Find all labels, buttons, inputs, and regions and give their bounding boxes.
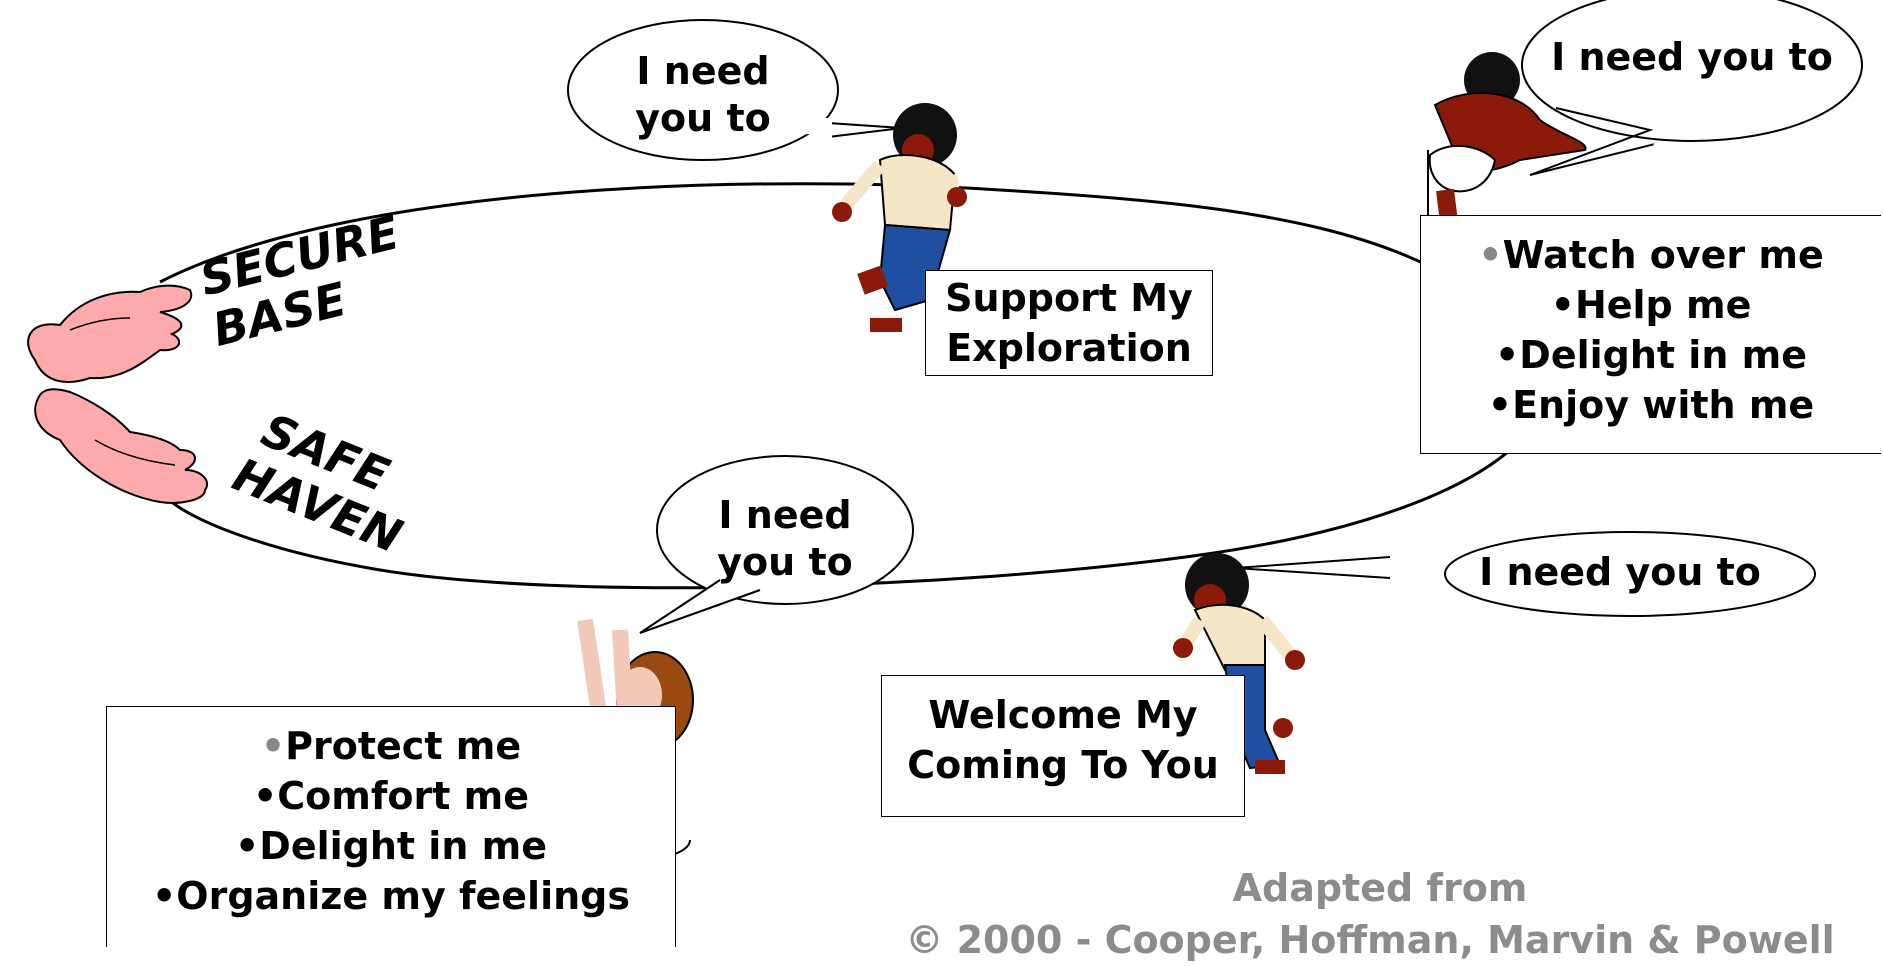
bubble-text-bottom-left: I need you to [685,492,885,586]
support-exploration-text: Support My Exploration [926,271,1212,373]
welcome-line-2: Coming To You [907,743,1219,787]
need-help-me: Help me [1421,280,1881,330]
safe-haven-hand-icon [34,388,208,504]
bubble-text-bottom-right: I need you to [1479,550,1761,594]
haven-needs-box: Protect me Comfort me Delight in me Orga… [106,706,676,947]
exploration-needs-list: Watch over me Help me Delight in me Enjo… [1421,230,1881,430]
support-line-2: Exploration [946,326,1192,370]
speech-bubble-bottom-left [639,455,914,634]
support-line-1: Support My [945,276,1193,320]
bubble-top-left-line-1: I need [636,49,770,93]
welcome-line-1: Welcome My [928,693,1198,737]
welcome-coming-box: Welcome My Coming To You [881,675,1245,817]
secure-base-hand-icon [27,284,193,383]
haven-needs-list: Protect me Comfort me Delight in me Orga… [107,721,675,921]
speech-bubble-top-right [1521,0,1863,176]
bubble-top-left-line-2: you to [635,96,771,140]
credit-text: Adapted from © 2000 - Cooper, Hoffman, M… [870,862,1870,966]
circle-of-security-art [27,0,1863,867]
support-exploration-box: Support My Exploration [925,270,1213,376]
bubble-text-top-left: I need you to [603,48,803,142]
need-watch-over-me: Watch over me [1421,230,1881,280]
bubble-bottom-left-line-2: you to [717,540,853,584]
bubble-text-top-right: I need you to [1551,35,1833,79]
welcome-coming-text: Welcome My Coming To You [882,676,1244,790]
need-delight-in-me-explore: Delight in me [1421,330,1881,380]
need-enjoy-with-me: Enjoy with me [1421,380,1881,430]
bubble-bottom-left-line-1: I need [718,493,852,537]
credit-line-2: © 2000 - Cooper, Hoffman, Marvin & Powel… [905,918,1835,962]
speech-bubble-top-left [567,19,903,161]
credit-line-1: Adapted from [1232,866,1528,910]
need-delight-in-me-haven: Delight in me [107,821,675,871]
need-organize-my-feelings: Organize my feelings [107,871,675,921]
exploration-needs-box: Watch over me Help me Delight in me Enjo… [1420,215,1881,454]
need-protect-me: Protect me [107,721,675,771]
need-comfort-me: Comfort me [107,771,675,821]
